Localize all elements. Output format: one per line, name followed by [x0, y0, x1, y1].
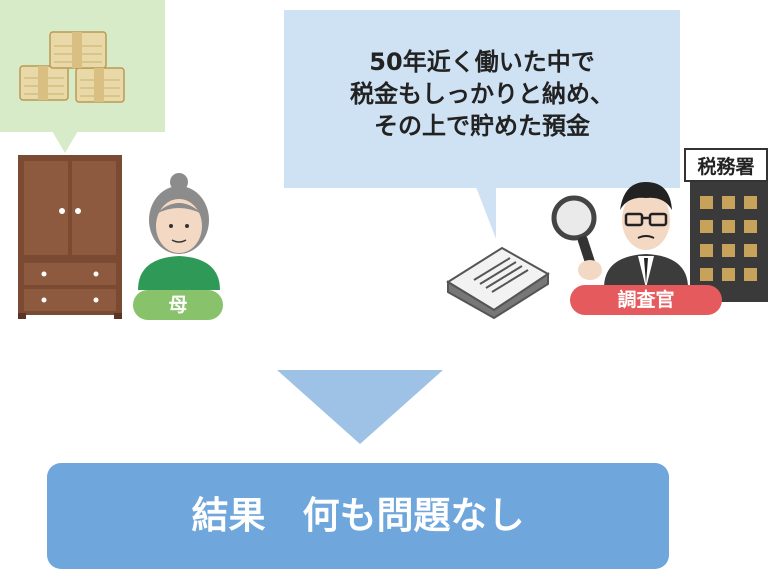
elderly-mother-icon — [138, 173, 220, 290]
mother-label: 母 — [133, 290, 223, 320]
quote-line-1: 50年近く働いた中で — [369, 48, 595, 76]
tax-officer-icon — [604, 182, 688, 288]
magnifier-icon — [551, 195, 602, 280]
quote-line-3: その上で貯めた預金 — [374, 112, 590, 140]
quote-bubble-tail — [476, 187, 496, 239]
quote-line-2: 税金もしっかりと納め、 — [350, 80, 614, 108]
wardrobe-icon — [18, 155, 122, 319]
bankbook-icon — [446, 246, 550, 320]
tax-office-sign: 税務署 — [684, 148, 768, 182]
quote-text: 50年近く働いた中で 税金もしっかりと納め、 その上で貯めた預金 — [284, 46, 680, 142]
money-bubble-tail — [52, 131, 78, 153]
money-stack-icon — [19, 31, 125, 103]
officer-label: 調査官 — [570, 285, 722, 315]
result-box: 結果 何も問題なし — [47, 463, 669, 569]
quote-speech-bubble — [284, 10, 680, 188]
down-arrow — [277, 370, 443, 444]
tax-office-building-icon — [690, 182, 768, 302]
